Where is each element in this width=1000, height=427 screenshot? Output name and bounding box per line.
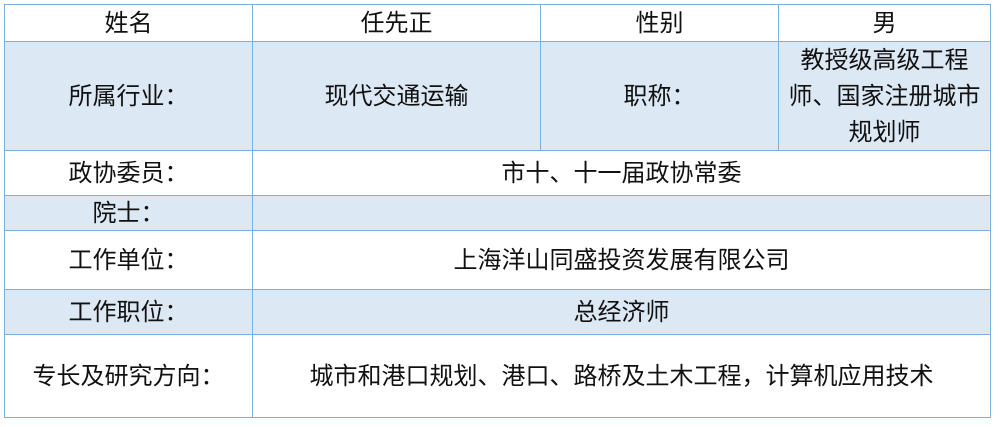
specialty-label: 专长及研究方向： — [4, 334, 253, 418]
position-label: 工作职位： — [4, 289, 253, 335]
cppcc-label: 政协委员： — [4, 150, 253, 196]
employer-label: 工作单位： — [4, 230, 253, 290]
table-row: 所属行业： 现代交通运输 职称： 教授级高级工程师、国家注册城市规划师 — [4, 41, 991, 151]
profile-table: 姓名 任先正 性别 男 所属行业： 现代交通运输 职称： 教授级高级工程师、国家… — [4, 4, 991, 418]
table-row: 工作单位： 上海洋山同盛投资发展有限公司 — [4, 230, 991, 290]
position-value: 总经济师 — [252, 289, 991, 335]
table-row: 政协委员： 市十、十一届政协常委 — [4, 150, 991, 196]
title-label: 职称： — [540, 41, 779, 151]
name-label: 姓名 — [4, 4, 253, 42]
industry-value: 现代交通运输 — [252, 41, 541, 151]
academician-label: 院士： — [4, 195, 253, 231]
table-row: 专长及研究方向： 城市和港口规划、港口、路桥及土木工程，计算机应用技术 — [4, 334, 991, 418]
gender-value: 男 — [778, 4, 991, 42]
table-row: 姓名 任先正 性别 男 — [4, 4, 991, 42]
academician-value — [252, 195, 991, 231]
cppcc-value: 市十、十一届政协常委 — [252, 150, 991, 196]
gender-label: 性别 — [540, 4, 779, 42]
table-row: 院士： — [4, 195, 991, 231]
specialty-value: 城市和港口规划、港口、路桥及土木工程，计算机应用技术 — [252, 334, 991, 418]
table-row: 工作职位： 总经济师 — [4, 289, 991, 335]
name-value: 任先正 — [252, 4, 541, 42]
employer-value: 上海洋山同盛投资发展有限公司 — [252, 230, 991, 290]
title-value: 教授级高级工程师、国家注册城市规划师 — [778, 41, 991, 151]
industry-label: 所属行业： — [4, 41, 253, 151]
